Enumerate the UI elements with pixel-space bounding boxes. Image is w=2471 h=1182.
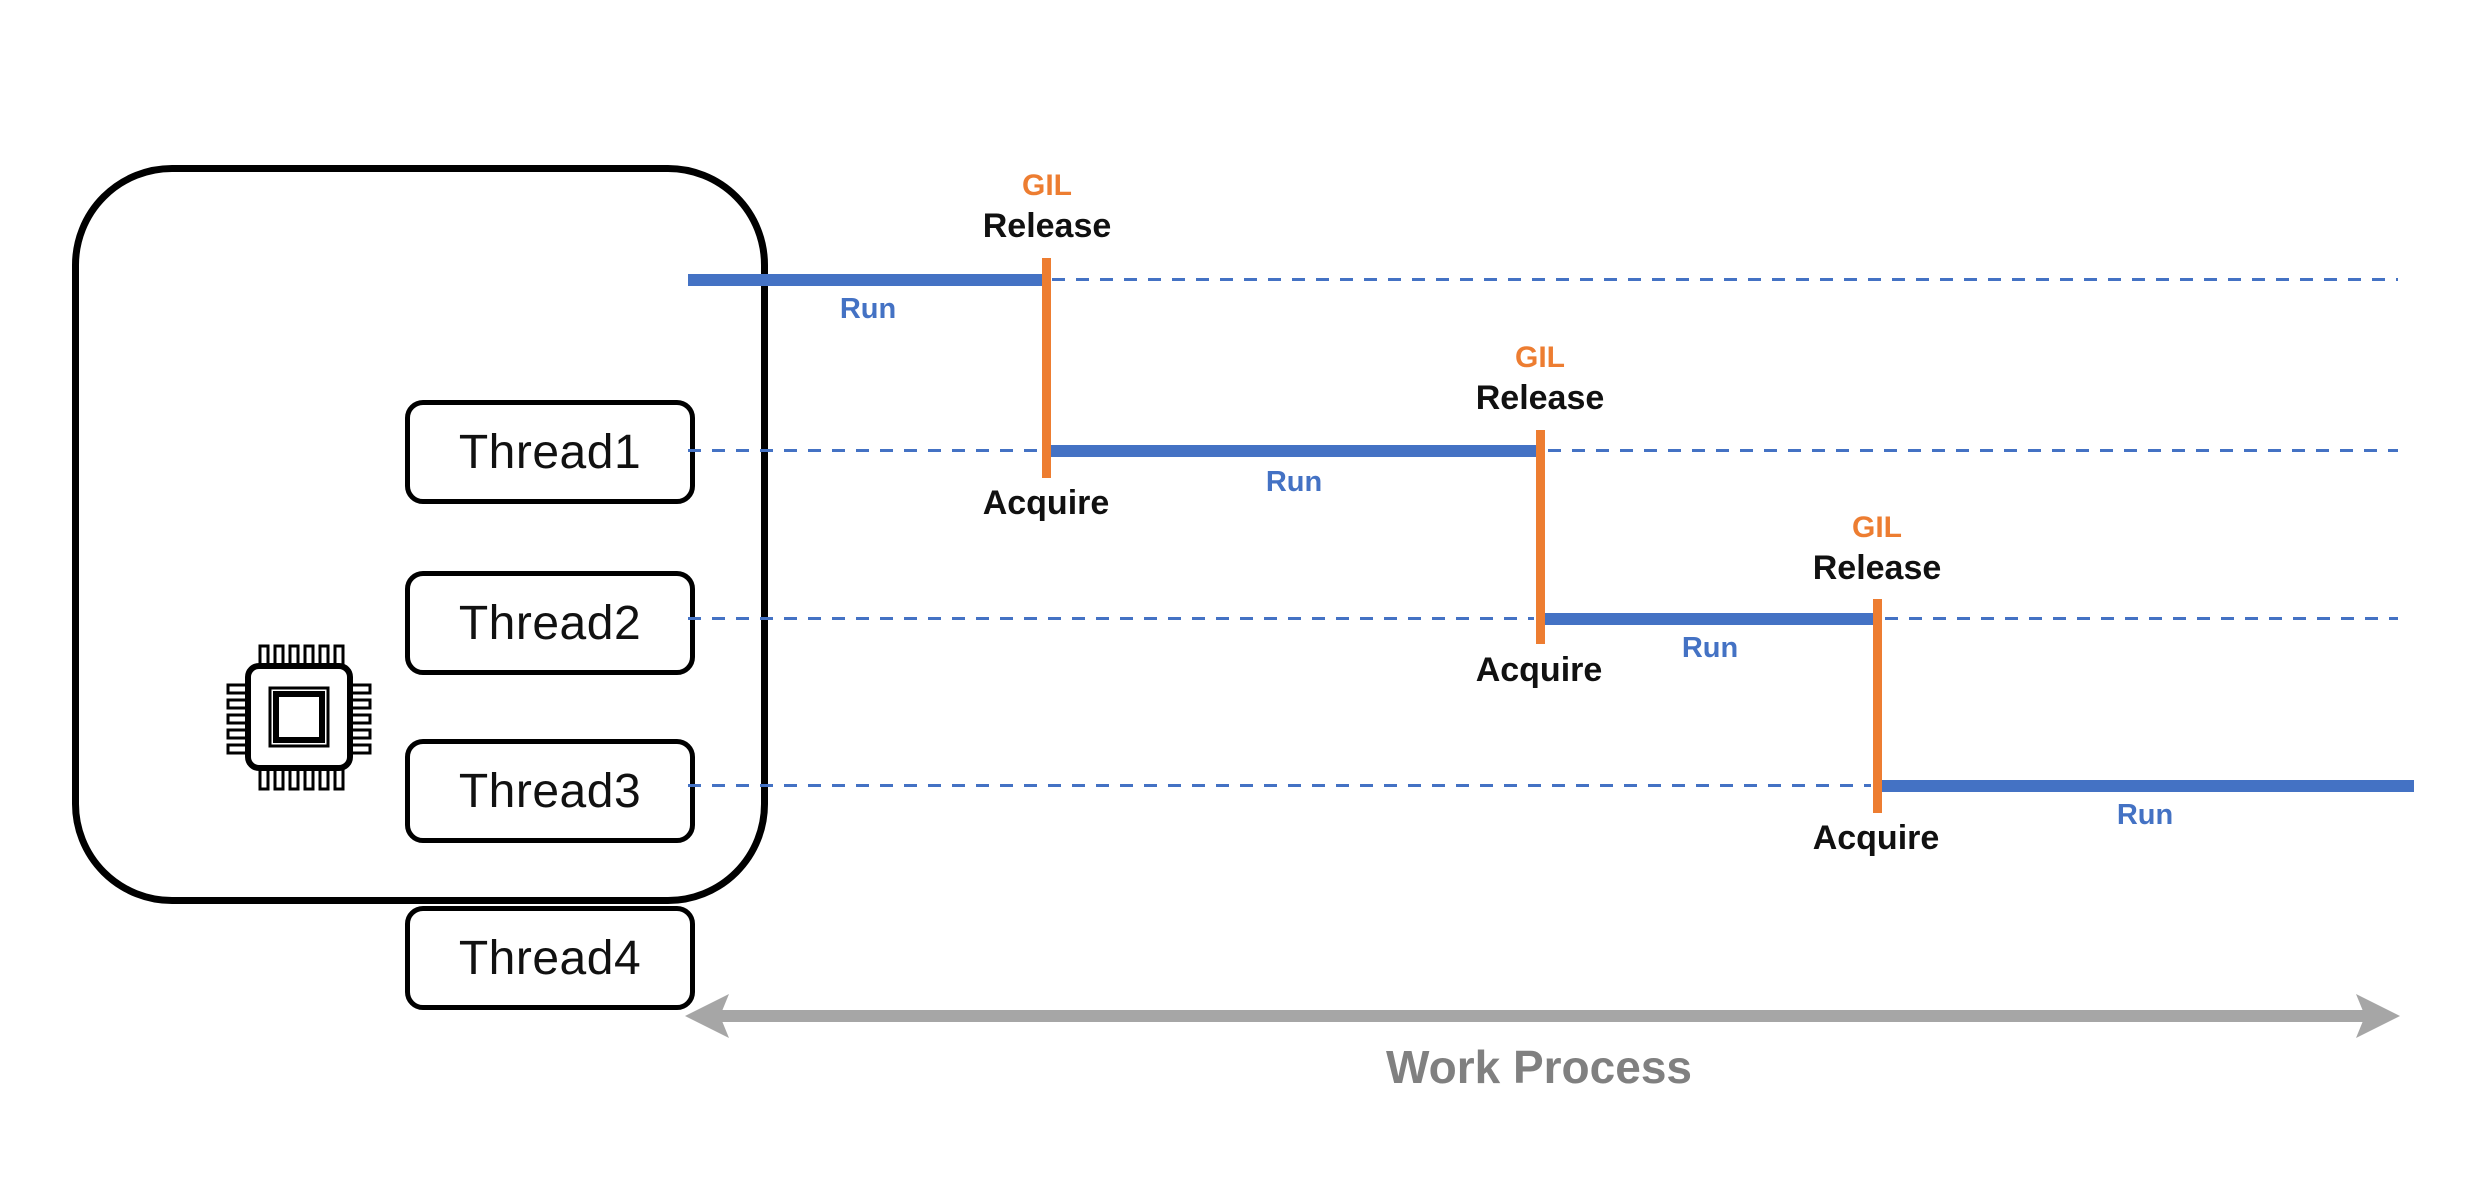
thread4-run-segment: [1875, 780, 2414, 792]
gil-switch-line-1: [1042, 258, 1051, 478]
acquire-label-1: Acquire: [982, 484, 1110, 522]
thread-box-1: Thread1: [405, 400, 695, 504]
thread-box-4: Thread4: [405, 906, 695, 1010]
run-label-3: Run: [1681, 632, 1739, 664]
work-process-arrow: [685, 994, 2400, 1038]
cpu-chip-icon: [226, 644, 372, 791]
thread2-run-segment: [1044, 445, 1544, 457]
acquire-label-3: Acquire: [1812, 819, 1940, 857]
cpu-container: Thread1 Thread2 Thread3 Thread4: [72, 165, 768, 1010]
run-label-4: Run: [2116, 799, 2174, 831]
thread-label-4: Thread4: [458, 931, 642, 985]
gil-label-3: GIL: [1852, 511, 1902, 544]
release-label-1: Release: [982, 207, 1112, 245]
release-label-3: Release: [1812, 549, 1942, 587]
thread3-idle-line-before: [688, 617, 1534, 620]
thread1-idle-line: [1052, 278, 2398, 281]
release-label-2: Release: [1475, 379, 1605, 417]
thread-box-3: Thread3: [405, 739, 695, 843]
thread-label-1: Thread1: [458, 425, 642, 479]
thread2-idle-line-before: [688, 449, 1040, 452]
thread1-run-segment: [688, 274, 1048, 286]
gil-switch-line-3: [1873, 599, 1882, 813]
arrow-left-head: [685, 994, 729, 1038]
run-label-1: Run: [839, 293, 897, 325]
thread3-idle-line-after: [1885, 617, 2398, 620]
gil-label-2: GIL: [1515, 341, 1565, 374]
work-process-label: Work Process: [1386, 1041, 1692, 1093]
thread-box-2: Thread2: [405, 571, 695, 675]
thread3-run-segment: [1538, 613, 1881, 625]
thread4-idle-line-before: [688, 784, 1871, 787]
thread-label-3: Thread3: [458, 764, 642, 818]
acquire-label-2: Acquire: [1475, 651, 1603, 689]
gil-label-1: GIL: [1022, 169, 1072, 202]
run-label-2: Run: [1265, 466, 1323, 498]
gil-switch-line-2: [1536, 430, 1545, 644]
thread2-idle-line-after: [1548, 449, 2398, 452]
arrow-right-head: [2356, 994, 2400, 1038]
thread-label-2: Thread2: [458, 596, 642, 650]
